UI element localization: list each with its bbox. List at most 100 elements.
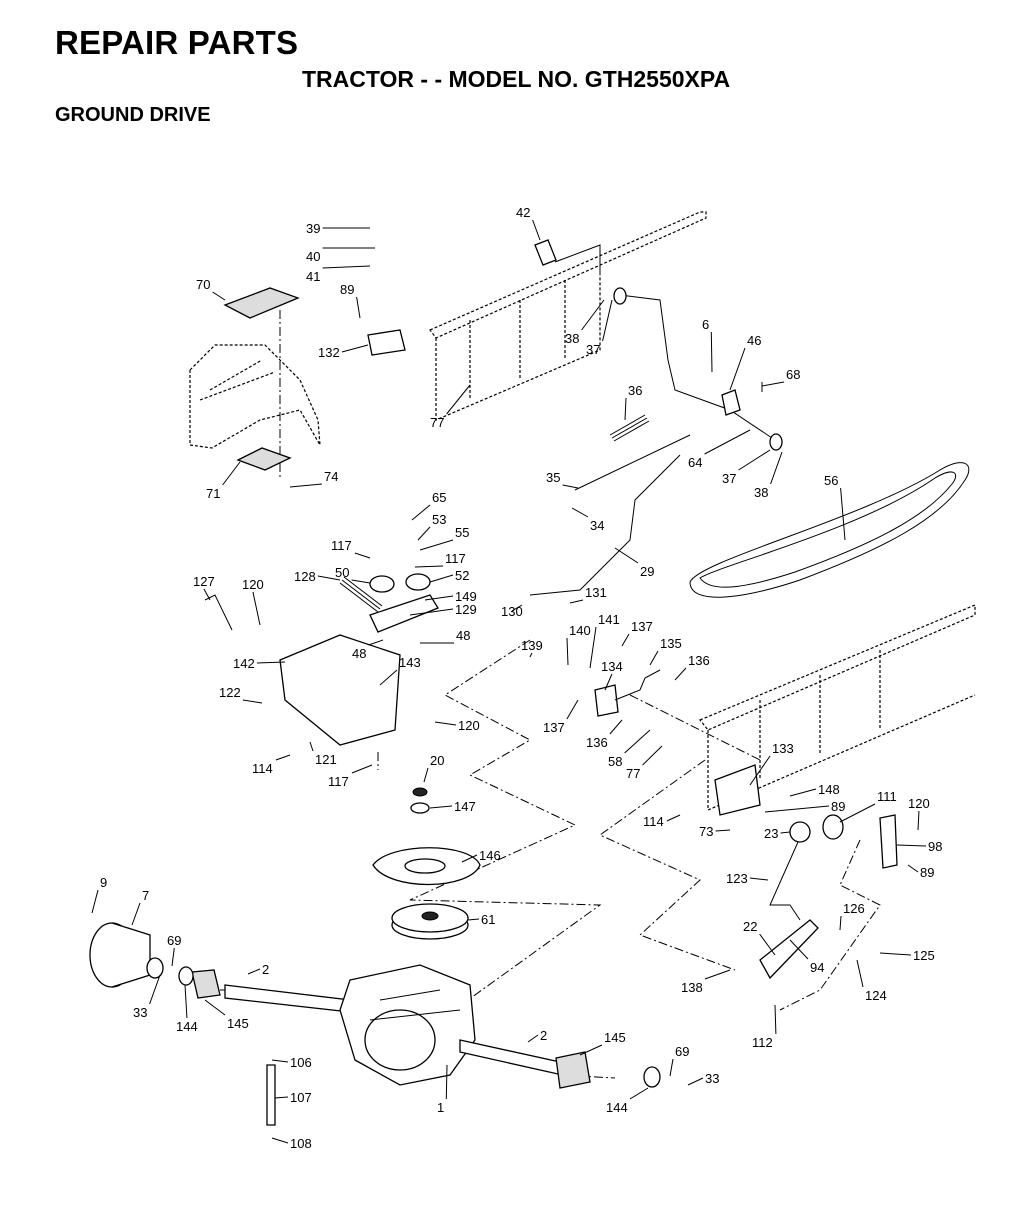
leader-line-52 [429, 574, 454, 583]
part-callout-117-3: 117 [328, 774, 349, 789]
part-callout-77: 77 [430, 415, 444, 430]
leader-line-141 [589, 626, 597, 669]
leader-line-127 [203, 588, 211, 601]
page-title: REPAIR PARTS [55, 24, 299, 61]
part-callout-107: 107 [290, 1090, 312, 1105]
part-callout-65: 65 [432, 490, 446, 505]
leader-line-128 [317, 575, 341, 581]
bracket-98 [879, 814, 898, 869]
leader-line-23 [780, 831, 791, 834]
part-callout-136-2: 136 [586, 735, 608, 750]
part-callout-42: 42 [516, 205, 530, 220]
fan-146 [372, 847, 481, 886]
leader-line-142 [256, 661, 286, 664]
bearing-144-left [178, 966, 194, 986]
leader-line-149 [424, 595, 454, 601]
part-callout-142: 142 [233, 656, 255, 671]
part-callout-6: 6 [702, 317, 709, 332]
part-callout-69: 69 [167, 933, 181, 948]
bracket-46 [721, 389, 741, 416]
leader-line-7 [131, 902, 141, 926]
part-callout-71: 71 [206, 486, 220, 501]
leader-line-106 [271, 1059, 289, 1063]
leader-line-117 [354, 552, 371, 559]
leader-line-126 [839, 915, 842, 931]
leader-line-137-2 [566, 699, 579, 720]
part-callout-112: 112 [752, 1035, 773, 1050]
leader-line-136-2 [609, 719, 623, 735]
rod-135 [614, 669, 661, 701]
part-callout-33-2: 33 [705, 1071, 719, 1086]
leader-line-41 [322, 265, 371, 269]
part-callout-38-2: 38 [754, 485, 768, 500]
leader-line-144-2 [629, 1087, 649, 1100]
bracket-133 [714, 764, 761, 816]
leader-line-65 [411, 504, 431, 521]
part-callout-22: 22 [743, 919, 757, 934]
part-callout-126: 126 [843, 901, 865, 916]
pulley-52 [405, 573, 431, 591]
part-callout-114-2: 114 [643, 814, 664, 829]
part-callout-139: 139 [521, 638, 543, 653]
washer-37-upper [613, 287, 627, 305]
bracket-134 [594, 684, 619, 717]
part-callout-121: 121 [315, 752, 337, 767]
leader-line-111 [839, 803, 876, 823]
part-callout-50: 50 [335, 565, 349, 580]
knob-23 [789, 821, 811, 843]
part-callout-20: 20 [430, 753, 444, 768]
leader-line-42 [532, 219, 541, 241]
leader-line-117-2 [414, 565, 444, 568]
leader-line-1 [445, 1064, 448, 1100]
leader-line-2 [247, 968, 261, 975]
part-callout-33: 33 [133, 1005, 147, 1020]
part-callout-122: 122 [219, 685, 241, 700]
leader-line-37-2 [738, 449, 771, 471]
spring-128 [339, 576, 383, 613]
washer-147 [410, 802, 430, 814]
leader-line-33-2 [687, 1077, 704, 1086]
part-callout-48-2: 48 [456, 628, 470, 643]
part-callout-2: 2 [262, 962, 269, 977]
lower-frame-rail [699, 604, 976, 811]
part-callout-108: 108 [290, 1136, 312, 1151]
leader-line-136 [674, 667, 687, 681]
leader-line-132 [341, 344, 369, 353]
leader-line-34 [571, 507, 589, 518]
part-callout-123: 123 [726, 871, 748, 886]
part-callout-143: 143 [399, 655, 421, 670]
bearing-144-right [643, 1066, 661, 1088]
part-callout-41: 41 [306, 269, 320, 284]
drive-belt [689, 462, 970, 598]
part-callout-39: 39 [306, 221, 320, 236]
lever-22 [759, 919, 819, 980]
leader-line-77-2 [642, 745, 663, 766]
part-callout-94: 94 [810, 960, 824, 975]
leader-line-144 [184, 984, 188, 1019]
leader-line-38-2 [770, 451, 783, 485]
part-callout-46: 46 [747, 333, 761, 348]
leader-line-20 [423, 767, 429, 783]
part-callout-56: 56 [824, 473, 838, 488]
part-callout-132: 132 [318, 345, 340, 360]
part-callout-7: 7 [142, 888, 149, 903]
part-callout-68: 68 [786, 367, 800, 382]
part-callout-89-2: 89 [831, 799, 845, 814]
part-callout-29: 29 [640, 564, 654, 579]
part-callout-147: 147 [454, 799, 476, 814]
part-callout-1: 1 [437, 1100, 444, 1115]
leader-line-33 [149, 974, 161, 1005]
part-callout-149: 149 [455, 589, 477, 604]
leader-line-123 [749, 877, 769, 881]
part-callout-133: 133 [772, 741, 794, 756]
bracket-145-left [191, 969, 221, 999]
leader-line-46 [729, 347, 746, 391]
bracket-132 [367, 329, 406, 356]
part-callout-58: 58 [608, 754, 622, 769]
leader-line-145-2 [579, 1044, 603, 1056]
leader-line-37 [602, 299, 613, 342]
part-callout-145: 145 [227, 1016, 249, 1031]
leader-line-53 [417, 526, 431, 541]
rod-127 [204, 594, 233, 631]
leader-line-124 [856, 959, 864, 988]
